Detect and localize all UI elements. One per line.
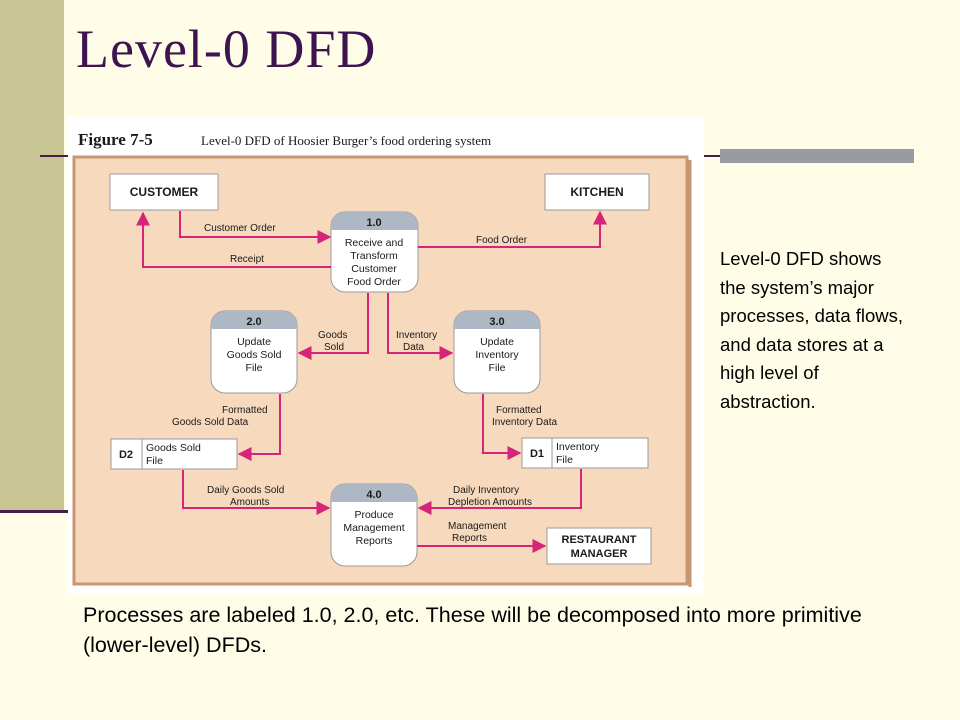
store-d1-line2: File [556, 454, 573, 466]
title-rule-left [40, 155, 70, 157]
flow-goods-sold-arrow [297, 293, 369, 360]
title-rule-accent [720, 149, 914, 163]
flow-management-reports-label-2: Reports [452, 533, 487, 544]
flow-management-reports-label-1: Management [448, 521, 507, 532]
process-2-line2: Goods Sold [227, 349, 282, 361]
flow-daily-inventory-label-1: Daily Inventory [453, 485, 519, 496]
flow-daily-goods-label-1: Daily Goods Sold [207, 485, 284, 496]
process-4-id: 4.0 [366, 489, 381, 501]
slide-caption: Processes are labeled 1.0, 2.0, etc. The… [83, 603, 862, 657]
process-4-line3: Reports [356, 535, 393, 547]
flow-daily-goods-label-2: Amounts [230, 497, 269, 508]
entity-customer: CUSTOMER [109, 173, 219, 211]
process-2-id: 2.0 [246, 316, 261, 328]
entity-manager-line2: MANAGER [571, 548, 628, 560]
figure-title: Level-0 DFD of Hoosier Burger’s food ord… [201, 133, 491, 148]
flow-formatted-inventory-label-1: Formatted [496, 405, 542, 416]
process-1-line2: Transform [350, 250, 398, 262]
figure-image: Figure 7-5 Level-0 DFD of Hoosier Burger… [68, 117, 704, 593]
left-accent-band [0, 0, 64, 512]
flow-receipt-arrow [136, 211, 331, 268]
process-2-line3: File [246, 362, 263, 374]
entity-kitchen: KITCHEN [544, 173, 650, 211]
flow-food-order-arrow [418, 210, 607, 248]
flow-formatted-inventory-arrow [482, 394, 522, 460]
entity-customer-label: CUSTOMER [130, 185, 199, 199]
process-3-id: 3.0 [489, 316, 504, 328]
store-d2-line2: File [146, 455, 163, 467]
flow-formatted-goods-label-2: Goods Sold Data [172, 417, 249, 428]
flow-food-order-label: Food Order [476, 235, 528, 246]
process-1-id: 1.0 [366, 217, 381, 229]
entity-restaurant-manager: RESTAURANT MANAGER [546, 527, 652, 565]
process-3-line3: File [489, 362, 506, 374]
flow-formatted-inventory-label-2: Inventory Data [492, 417, 557, 428]
side-note: Level-0 DFD shows the system’s major pro… [720, 248, 904, 412]
flow-goods-sold-label-1: Goods [318, 330, 347, 341]
process-3-line2: Inventory [475, 349, 519, 361]
process-1-line1: Receive and [345, 237, 404, 249]
flow-formatted-goods-label-1: Formatted [222, 405, 268, 416]
entity-kitchen-label: KITCHEN [570, 185, 623, 199]
store-d2-line1: Goods Sold [146, 442, 201, 454]
process-1: 1.0 Receive and Transform Customer Food … [330, 211, 419, 293]
store-d1-line1: Inventory [556, 441, 600, 453]
flow-daily-inventory-label-2: Depletion Amounts [448, 497, 532, 508]
store-d1: D1 Inventory File [521, 437, 649, 469]
store-d1-id: D1 [530, 448, 544, 460]
flow-inventory-data-label-2: Data [403, 342, 425, 353]
flow-formatted-goods-arrow [237, 394, 281, 461]
flow-inventory-data-arrow [387, 293, 454, 360]
flow-receipt-label: Receipt [230, 254, 264, 265]
process-2-line1: Update [237, 336, 271, 348]
process-4-line1: Produce [354, 509, 393, 521]
flow-inventory-data-label-1: Inventory [396, 330, 437, 341]
flow-daily-goods-arrow [182, 470, 331, 515]
process-4: 4.0 Produce Management Reports [330, 483, 418, 567]
store-d2: D2 Goods Sold File [110, 438, 238, 470]
process-3-line1: Update [480, 336, 514, 348]
flow-goods-sold-label-2: Sold [324, 342, 344, 353]
process-1-line3: Customer [351, 263, 397, 275]
process-3: 3.0 Update Inventory File [453, 310, 541, 394]
store-d2-id: D2 [119, 449, 133, 461]
flow-customer-order-arrow [179, 211, 332, 244]
process-4-line2: Management [343, 522, 404, 534]
flow-customer-order-label: Customer Order [204, 223, 276, 234]
slide-title: Level-0 DFD [76, 19, 377, 79]
figure-label: Figure 7-5 [78, 130, 153, 149]
process-1-line4: Food Order [347, 276, 401, 288]
entity-manager-line1: RESTAURANT [562, 534, 637, 546]
flow-daily-inventory-arrow [417, 469, 582, 515]
process-2: 2.0 Update Goods Sold File [210, 310, 298, 394]
band-rule-bottom [0, 510, 68, 513]
